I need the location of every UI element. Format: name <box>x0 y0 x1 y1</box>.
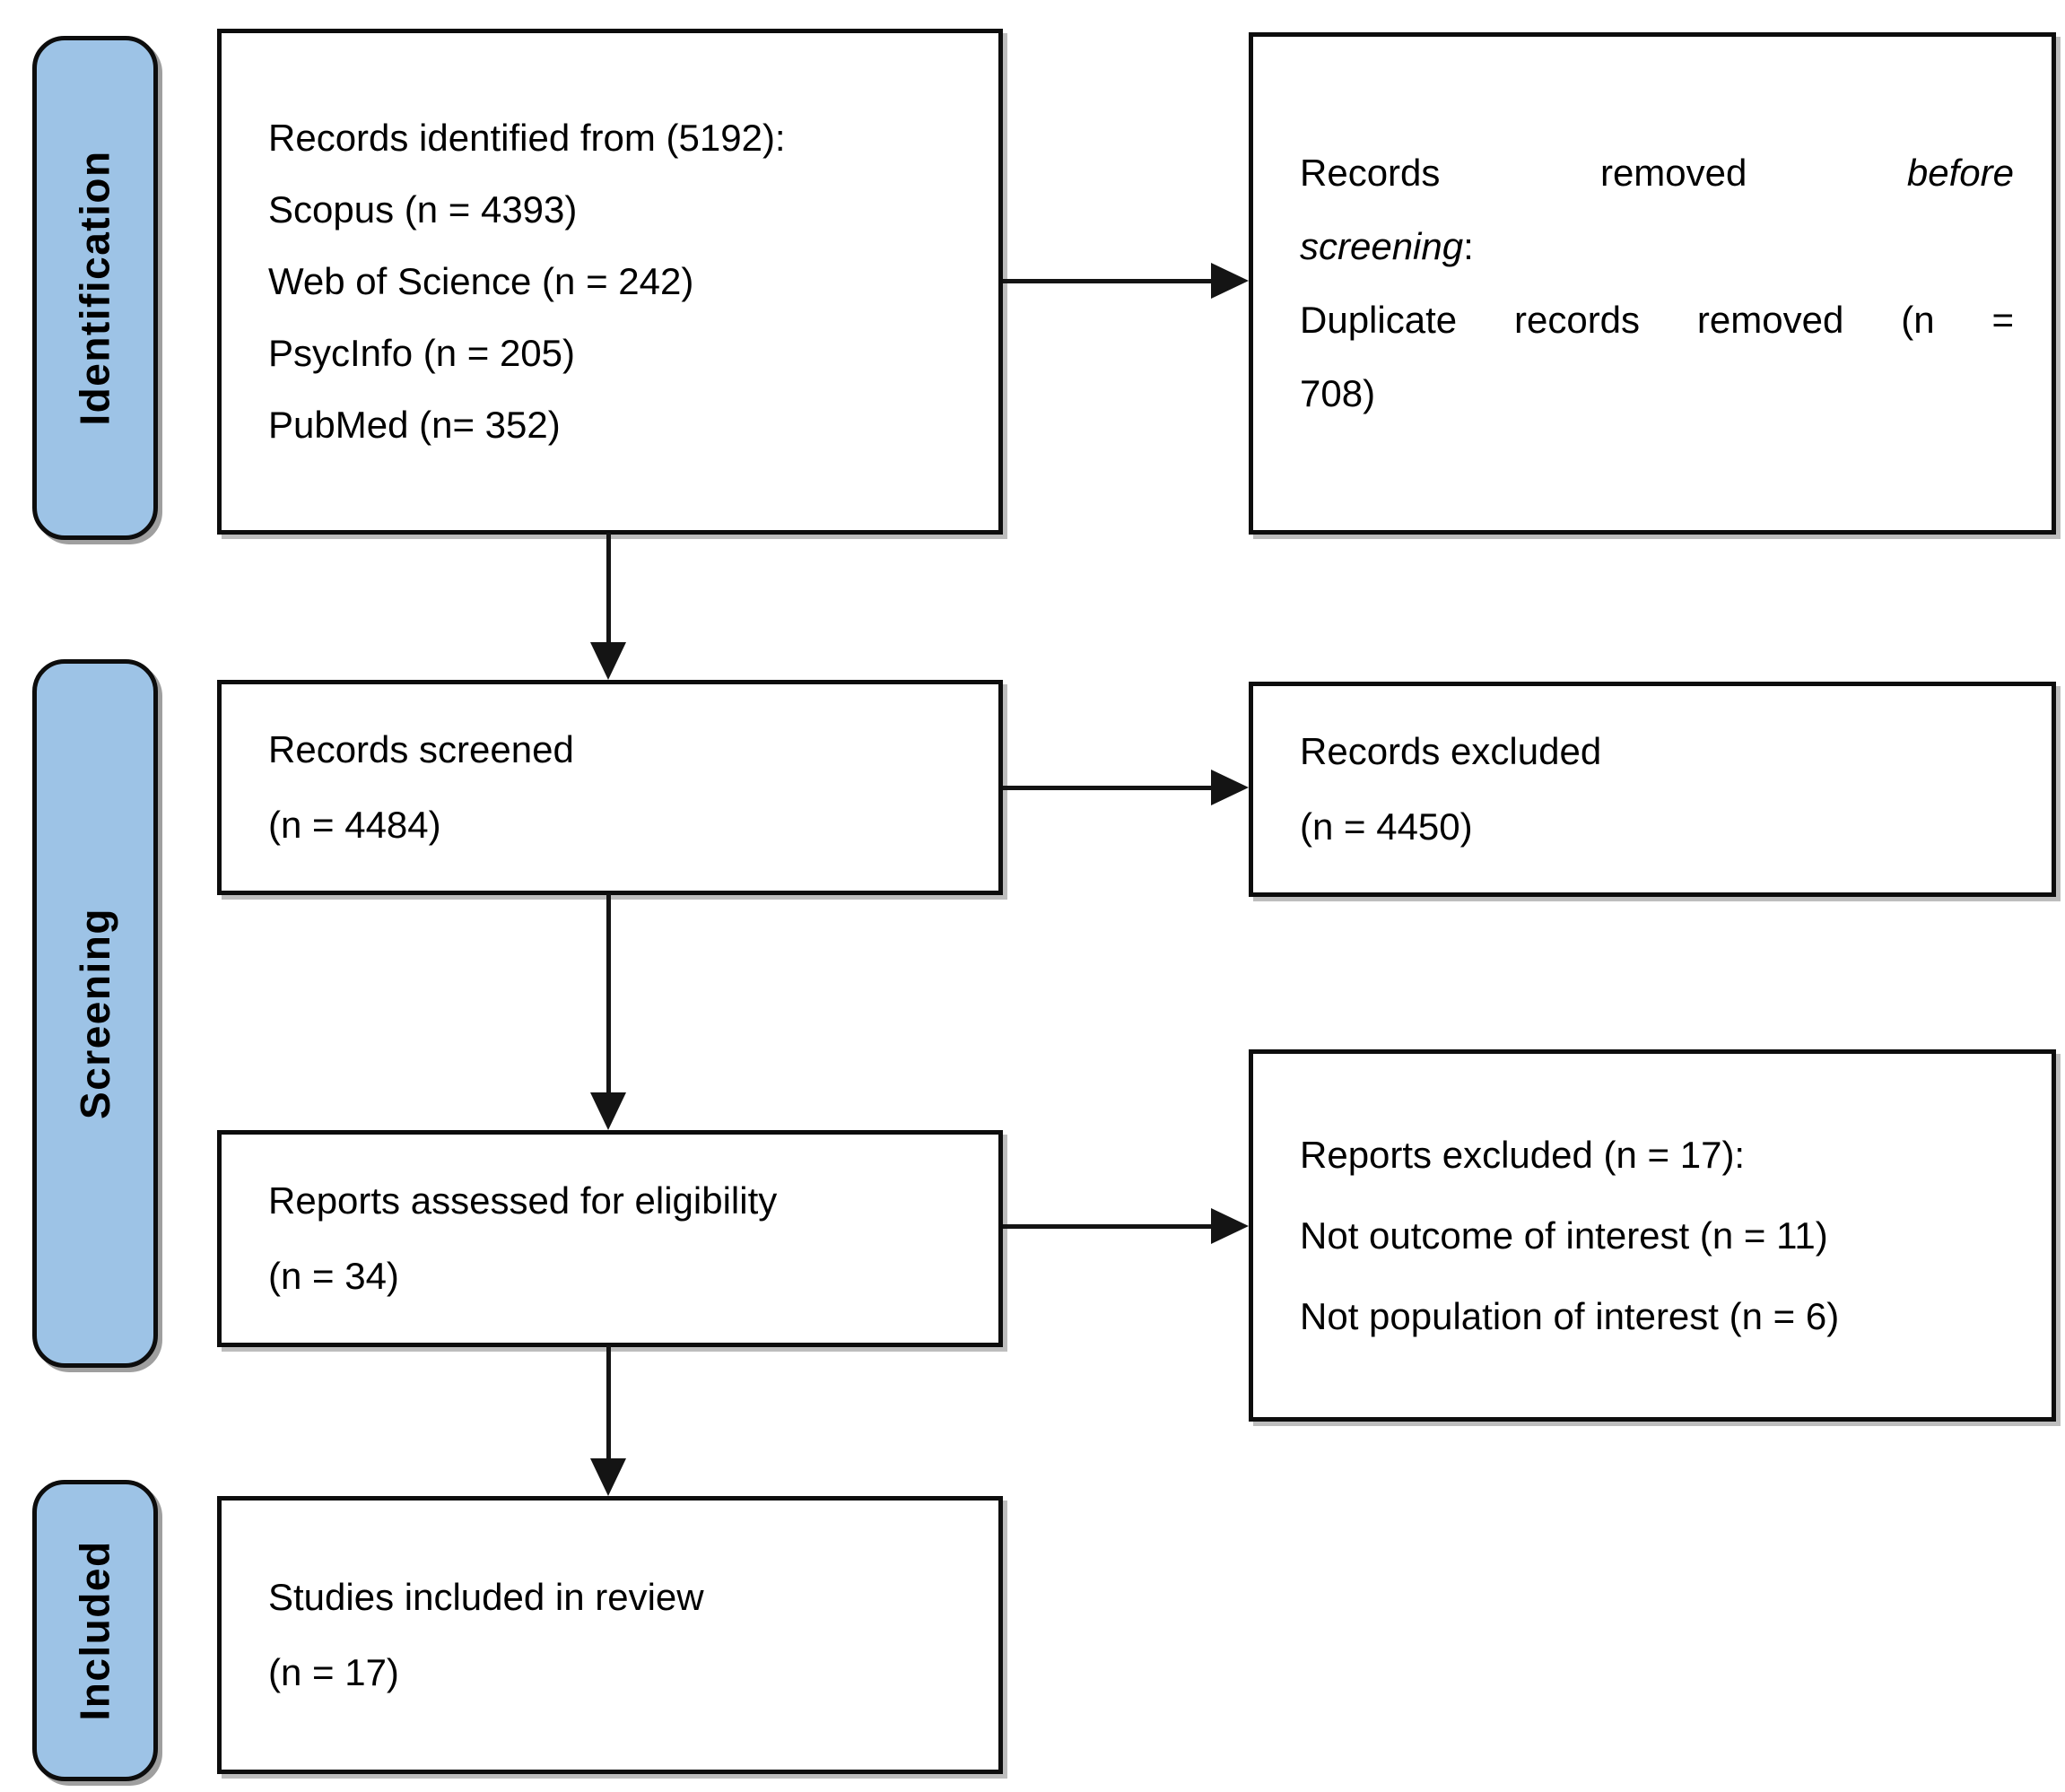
source-psycinfo: PsycInfo (n = 205) <box>268 332 576 374</box>
box-records-excluded: Records excluded (n = 4450) <box>1249 682 2056 897</box>
records-excluded-count: (n = 4450) <box>1300 805 1473 848</box>
reports-excluded-reason-population: Not population of interest (n = 6) <box>1300 1294 1840 1337</box>
source-scopus: Scopus (n = 4393) <box>268 188 578 231</box>
records-screened-title: Records screened <box>268 728 574 770</box>
source-web-of-science: Web of Science (n = 242) <box>268 260 694 302</box>
records-removed-line4: 708) <box>1300 372 1376 414</box>
records-excluded-title: Records excluded <box>1300 730 1602 772</box>
stage-identification: Identification <box>32 36 158 540</box>
arrowhead-down-icon <box>590 642 626 680</box>
reports-excluded-title: Reports excluded (n = 17): <box>1300 1133 1746 1176</box>
studies-included-count: (n = 17) <box>268 1651 399 1693</box>
source-pubmed: PubMed (n= 352) <box>268 404 561 446</box>
box-records-screened: Records screened (n = 4484) <box>217 680 1003 895</box>
arrowhead-down-icon <box>590 1458 626 1496</box>
box-reports-excluded: Reports excluded (n = 17): Not outcome o… <box>1249 1049 2056 1422</box>
reports-excluded-reason-outcome: Not outcome of interest (n = 11) <box>1300 1214 1828 1257</box>
arrowhead-right-icon <box>1211 263 1249 299</box>
stage-screening: Screening <box>32 659 158 1368</box>
box-reports-assessed: Reports assessed for eligibility (n = 34… <box>217 1130 1003 1347</box>
reports-assessed-title: Reports assessed for eligibility <box>268 1179 778 1222</box>
stage-screening-label: Screening <box>72 908 119 1119</box>
stage-included: Included <box>32 1480 158 1781</box>
studies-included-title: Studies included in review <box>268 1576 704 1618</box>
box-studies-included: Studies included in review (n = 17) <box>217 1496 1003 1774</box>
stage-included-label: Included <box>72 1540 118 1721</box>
records-removed-line3: Duplicate records removed (n = <box>1300 299 2014 341</box>
records-identified-title: Records identified from (5192): <box>268 117 786 159</box>
records-removed-line1: Records removed before <box>1300 152 2014 194</box>
arrowhead-right-icon <box>1211 1208 1249 1244</box>
box-records-removed: Records removed before screening: Duplic… <box>1249 32 2056 535</box>
arrowhead-down-icon <box>590 1092 626 1130</box>
arrowhead-right-icon <box>1211 770 1249 805</box>
reports-assessed-count: (n = 34) <box>268 1255 399 1297</box>
records-removed-line2: screening: <box>1300 225 1474 267</box>
records-screened-count: (n = 4484) <box>268 804 441 846</box>
stage-identification-label: Identification <box>72 150 119 426</box>
box-records-identified: Records identified from (5192): Scopus (… <box>217 29 1003 535</box>
